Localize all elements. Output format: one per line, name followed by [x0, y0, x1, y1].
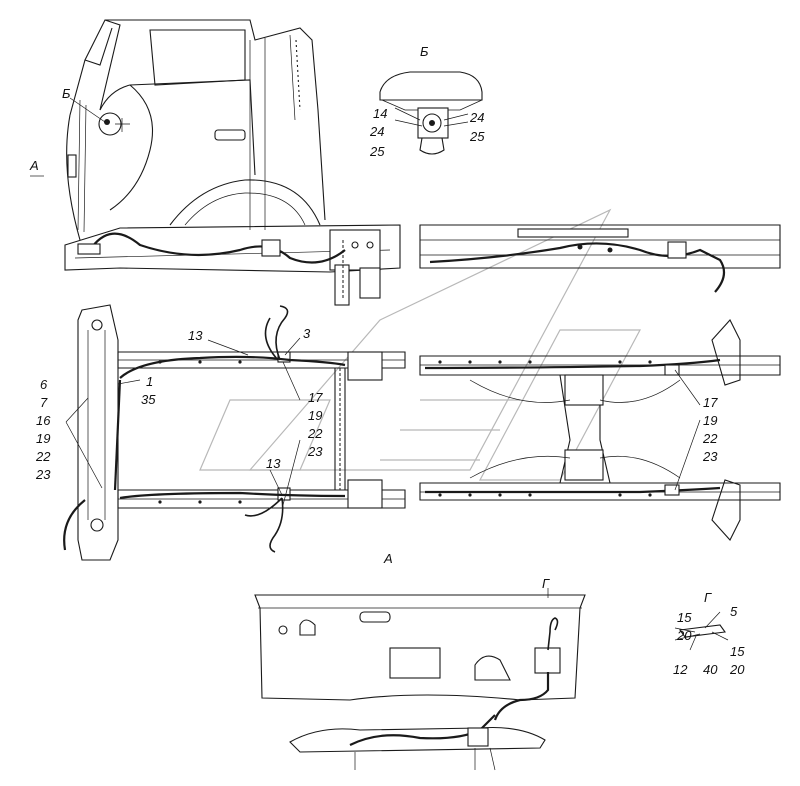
callout-22-mid: 22 — [307, 426, 323, 441]
callout-22-right: 22 — [702, 431, 718, 446]
callout-13-bottom: 13 — [266, 456, 281, 471]
callout-7: 7 — [40, 395, 48, 410]
callout-19-left: 19 — [36, 431, 50, 446]
callout-19-right: 19 — [703, 413, 717, 428]
callout-25-right: 25 — [469, 129, 485, 144]
detail-g-connector — [674, 611, 729, 651]
view-label-a-cab: А — [29, 158, 39, 173]
callout-16: 16 — [36, 413, 51, 428]
rear-view-crossmember — [254, 594, 586, 771]
callout-15-right: 15 — [730, 644, 745, 659]
callout-22-left: 22 — [35, 449, 51, 464]
callout-5: 5 — [730, 604, 738, 619]
callout-20-left: 20 — [676, 628, 692, 643]
callout-24-right: 24 — [469, 110, 484, 125]
view-label-b-detail: Б — [420, 44, 429, 59]
callout-25-left: 25 — [369, 144, 385, 159]
chassis-plan-view — [63, 304, 781, 561]
callout-17-right: 17 — [703, 395, 718, 410]
view-label-g-detail: Г — [704, 590, 712, 605]
callout-14: 14 — [373, 106, 387, 121]
callout-1: 1 — [146, 374, 153, 389]
callout-23-right: 23 — [702, 449, 718, 464]
cab-side-view — [66, 19, 326, 241]
view-label-b-cab: Б — [62, 86, 71, 101]
callout-19-mid: 19 — [308, 408, 322, 423]
detail-b-battery-mount — [379, 71, 483, 155]
callout-labels: Б А Б 14 24 25 24 25 13 3 1 35 6 7 16 19… — [29, 44, 745, 677]
callout-13-top: 13 — [188, 328, 203, 343]
callout-3: 3 — [303, 326, 311, 341]
callout-35: 35 — [141, 392, 156, 407]
view-label-g-rear: Г — [542, 576, 550, 591]
side-frame-rail-left — [64, 224, 401, 306]
callout-15-left: 15 — [677, 610, 692, 625]
callout-40: 40 — [703, 662, 718, 677]
callout-23-mid: 23 — [307, 444, 323, 459]
callout-23-left: 23 — [35, 467, 51, 482]
callout-17-mid: 17 — [308, 390, 323, 405]
callout-24-left: 24 — [369, 124, 384, 139]
leader-lines — [30, 97, 701, 598]
side-frame-rail-right — [419, 224, 781, 293]
view-label-a-plan: А — [383, 551, 393, 566]
callout-6: 6 — [40, 377, 48, 392]
callout-20-right: 20 — [729, 662, 745, 677]
callout-12: 12 — [673, 662, 688, 677]
watermark-logo — [199, 208, 641, 481]
